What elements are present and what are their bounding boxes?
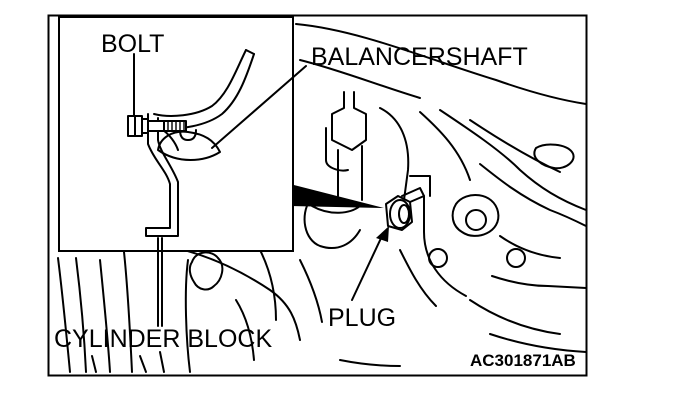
plug-arrowhead	[376, 226, 389, 242]
plug-part	[385, 187, 425, 231]
label-bolt: BOLT	[101, 30, 164, 58]
direction-wedge-arrow	[290, 184, 384, 208]
balancershaft-leader-line	[211, 65, 307, 149]
label-plug: PLUG	[328, 304, 396, 332]
inset-cross-section	[127, 49, 255, 237]
label-cylinder-block: CYLINDER BLOCK	[54, 325, 272, 353]
engine-background-illustration	[57, 23, 587, 373]
cylinder-block-leader-line	[157, 237, 163, 327]
figure-code: AC301871AB	[470, 351, 576, 370]
plug-leader-line	[351, 235, 383, 301]
leader-lines	[133, 53, 383, 327]
label-balancershaft: BALANCERSHAFT	[311, 43, 528, 71]
